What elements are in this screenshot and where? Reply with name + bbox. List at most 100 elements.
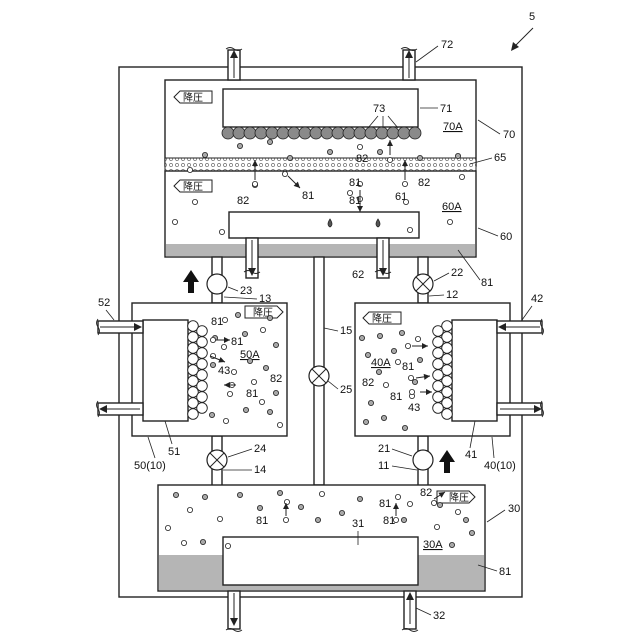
svg-text:降圧: 降圧 <box>449 491 469 504</box>
pipe-52[interactable] <box>98 321 143 333</box>
ref-62: 62 <box>352 269 364 281</box>
particle <box>217 516 222 521</box>
particle <box>192 199 197 204</box>
token-81: 81 <box>383 515 395 527</box>
particle <box>298 504 303 509</box>
bead <box>244 127 256 139</box>
pressure-tag-60: 降圧 <box>174 180 212 193</box>
particle <box>401 517 406 522</box>
particle <box>187 167 192 172</box>
ref-14: 14 <box>254 464 266 476</box>
valve-22[interactable] <box>413 274 433 294</box>
token-81: 81 <box>349 195 361 207</box>
token-82: 82 <box>420 487 432 499</box>
particle <box>283 517 288 522</box>
particle <box>409 389 414 394</box>
particle <box>363 419 368 424</box>
particle <box>399 330 404 335</box>
particle <box>173 492 178 497</box>
particle <box>165 525 170 530</box>
particle <box>243 407 248 412</box>
bead <box>433 337 444 348</box>
ref-30: 30 <box>508 503 520 515</box>
particle <box>319 491 324 496</box>
figure-pointer-arrow <box>511 28 533 51</box>
ref-21: 21 <box>378 443 390 455</box>
particle <box>231 369 236 374</box>
pipe-50-out[interactable] <box>98 403 143 415</box>
valve-21[interactable] <box>413 450 433 470</box>
particle <box>357 144 362 149</box>
valve-25[interactable] <box>309 366 329 386</box>
bead <box>255 127 267 139</box>
bead <box>299 127 311 139</box>
particle <box>202 494 207 499</box>
particle <box>257 505 262 510</box>
token-81: 81 <box>302 190 314 202</box>
particle <box>407 501 412 506</box>
bead-column-43-left <box>188 321 208 420</box>
bead <box>376 127 388 139</box>
particle <box>284 499 289 504</box>
pipe-30-left[interactable] <box>228 591 240 629</box>
particle <box>359 335 364 340</box>
ref-41: 41 <box>465 449 477 461</box>
bead <box>433 381 444 392</box>
ref-81-60: 81 <box>481 277 493 289</box>
particle <box>263 365 268 370</box>
pipe-40-out[interactable] <box>497 403 542 415</box>
ref-71: 71 <box>440 103 452 115</box>
particle <box>202 152 207 157</box>
particle <box>277 490 282 495</box>
svg-text:降圧: 降圧 <box>372 312 392 325</box>
valve-23[interactable] <box>207 274 227 294</box>
particle <box>237 492 242 497</box>
ref-60: 60 <box>500 231 512 243</box>
token-81: 81 <box>231 336 243 348</box>
bead-column-43-right <box>433 321 453 420</box>
bead <box>197 381 208 392</box>
unit-30: 降圧 30A 30 31 81 32 <box>158 485 520 629</box>
bead <box>197 392 208 403</box>
particle <box>282 171 287 176</box>
ref-81-30: 81 <box>499 566 511 578</box>
particle <box>387 157 392 162</box>
particle <box>391 348 396 353</box>
particle <box>459 174 464 179</box>
bead <box>310 127 322 139</box>
bead <box>277 127 289 139</box>
particle <box>181 540 186 545</box>
ref-43-left: 43 <box>218 365 230 377</box>
particle <box>365 352 370 357</box>
chamber-60A: 60A <box>442 201 462 213</box>
pipe-42[interactable] <box>497 321 542 333</box>
ref-32: 32 <box>433 610 445 622</box>
bead <box>343 127 355 139</box>
token-82: 82 <box>237 195 249 207</box>
bead <box>233 127 245 139</box>
ref-51: 51 <box>168 446 180 458</box>
particle <box>267 139 272 144</box>
particle <box>408 375 413 380</box>
token-82: 82 <box>270 373 282 385</box>
chamber-40A: 40A <box>371 357 391 369</box>
particle <box>405 343 410 348</box>
particle <box>219 229 224 234</box>
ref-70: 70 <box>503 129 515 141</box>
particle <box>383 382 388 387</box>
figure-number: 5 <box>529 11 535 23</box>
pipe-top-left <box>228 50 240 80</box>
pipe-32[interactable] <box>404 591 416 629</box>
ref-24: 24 <box>254 443 266 455</box>
valve-24[interactable] <box>207 450 227 470</box>
particle <box>455 509 460 514</box>
particle <box>227 391 232 396</box>
liquid-60 <box>166 244 475 256</box>
particle <box>225 543 230 548</box>
particle <box>415 336 420 341</box>
particle <box>259 399 264 404</box>
token-82: 82 <box>362 377 374 389</box>
particle <box>339 510 344 515</box>
particle <box>223 418 228 423</box>
